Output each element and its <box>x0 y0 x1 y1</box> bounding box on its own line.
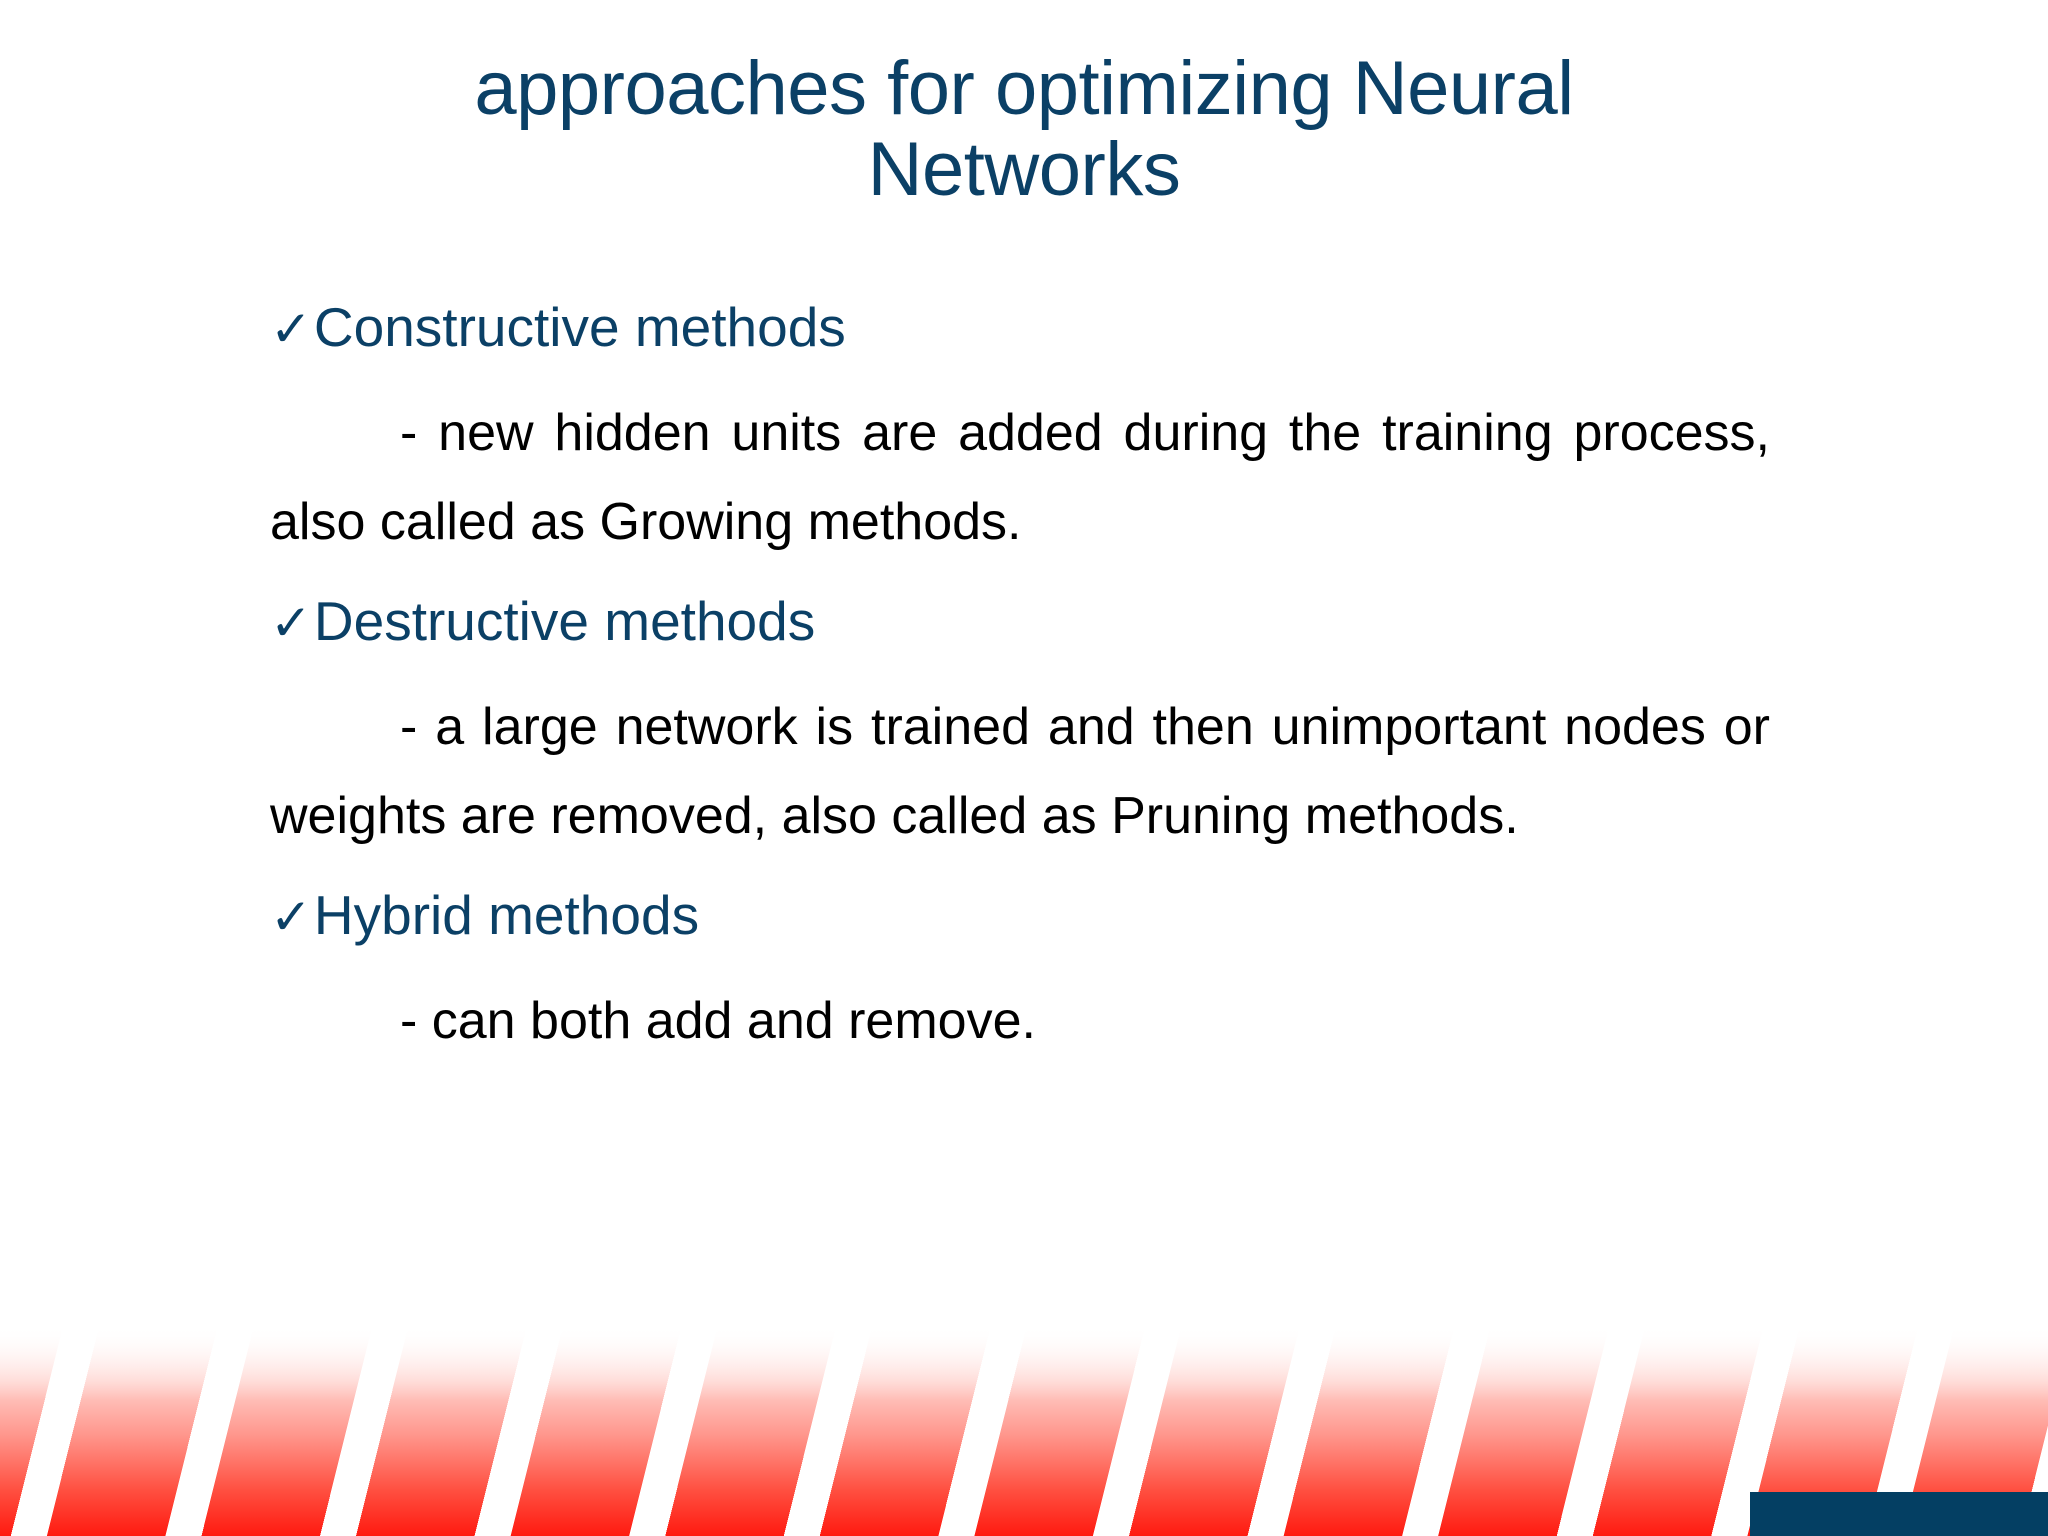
paragraph-destructive-line-1: - a large network is trained and then un… <box>400 697 1547 756</box>
spacer <box>270 355 1770 389</box>
spacer <box>270 943 1770 977</box>
paragraph-hybrid: - can both add and remove. <box>270 977 1770 1066</box>
checkmark-icon: ✓ <box>270 301 312 357</box>
page-title: approaches for optimizing Neural Network… <box>150 48 1898 211</box>
band-top-fade <box>0 1326 2048 1400</box>
paragraph-destructive: - a large network is trained and then un… <box>270 683 1770 862</box>
bullet-label-hybrid: Hybrid methods <box>313 883 700 946</box>
paragraph-destructive-line-2: nodes or weights are removed, also calle… <box>270 697 1770 846</box>
bullet-item-destructive: ✓Destructive methods <box>270 593 1770 651</box>
checkmark-icon: ✓ <box>270 888 312 945</box>
checkmark-icon: ✓ <box>270 594 312 651</box>
paragraph-destructive-line-3: methods. <box>1304 787 1519 846</box>
corner-accent-block <box>1750 1492 2048 1536</box>
paragraph-constructive: - new hidden units are added during the … <box>270 389 1770 568</box>
bullet-label-constructive: Constructive methods <box>313 296 846 358</box>
title-line-2: Networks <box>867 127 1181 213</box>
paragraph-hybrid-line-1: - can both add and remove. <box>400 991 1036 1050</box>
bullet-item-hybrid: ✓Hybrid methods <box>270 887 1770 945</box>
decorative-bottom-band <box>0 1326 2048 1536</box>
spacer <box>270 649 1770 683</box>
bullet-item-constructive: ✓Constructive methods <box>270 300 1770 355</box>
paragraph-constructive-line-1: - new hidden units are added during the … <box>400 404 1553 462</box>
bullet-label-destructive: Destructive methods <box>313 589 816 652</box>
slide-body: ✓Constructive methods - new hidden units… <box>270 300 1770 1066</box>
paragraph-constructive-line-2: process, also called as Growing methods. <box>270 404 1771 552</box>
title-line-1: approaches for optimizing Neural <box>474 46 1574 131</box>
